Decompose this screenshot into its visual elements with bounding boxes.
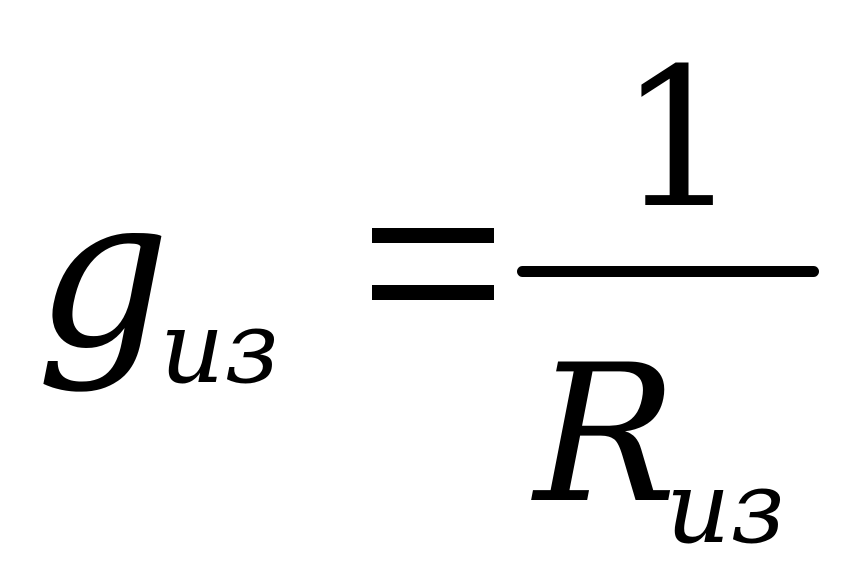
fraction-numerator: 1 xyxy=(618,28,741,251)
equals-sign-top-bar xyxy=(372,228,494,243)
denominator-subscript: из xyxy=(666,449,785,566)
lhs-subscript: из xyxy=(160,289,279,406)
denominator-variable: R xyxy=(534,324,678,545)
equals-sign-bottom-bar xyxy=(372,285,494,300)
fraction-bar xyxy=(517,266,819,277)
lhs-variable: g xyxy=(36,150,171,395)
